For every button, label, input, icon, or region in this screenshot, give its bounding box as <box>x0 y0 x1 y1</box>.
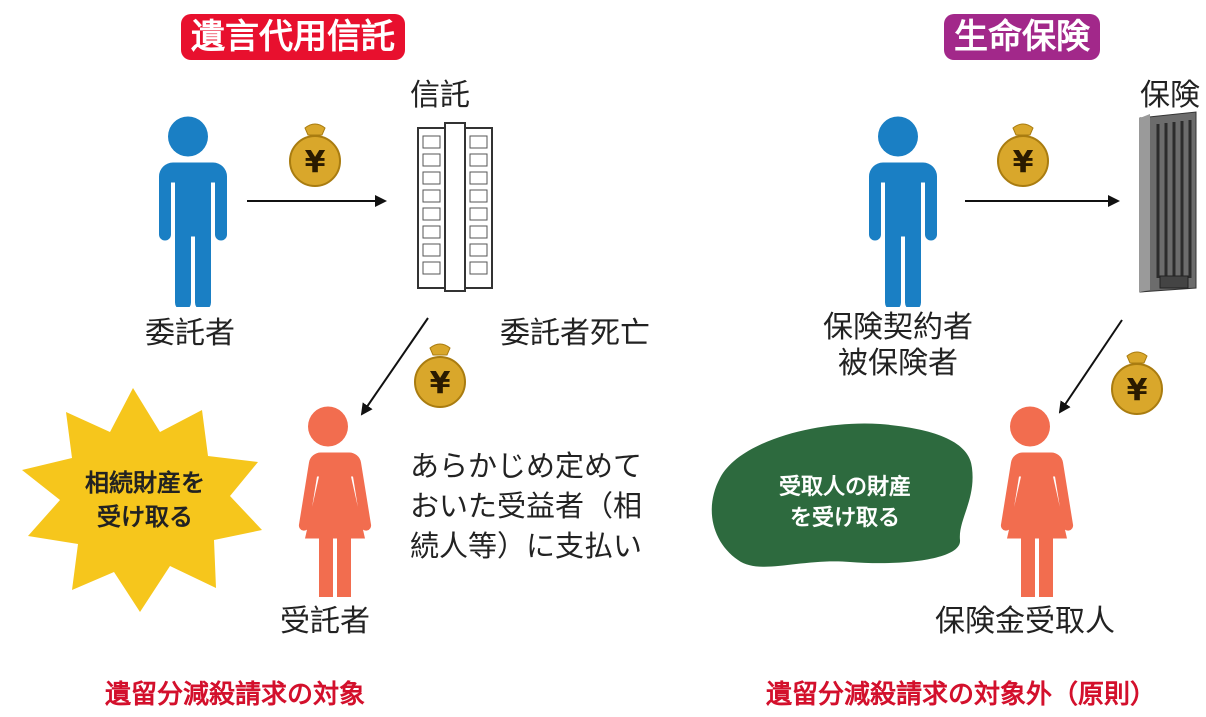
settlor-death-label: 委託者死亡 <box>500 316 650 351</box>
right-footer: 遺留分減殺請求の対象外（原則） <box>766 680 1157 710</box>
svg-text:¥: ¥ <box>430 366 451 401</box>
blob-line: を受け取る <box>789 506 900 531</box>
left-title: 遺言代用信託 <box>191 17 395 57</box>
inheritance-burst-text: 相続財産を 受け取る <box>55 466 235 534</box>
arrow-to-trustee <box>360 317 429 416</box>
insured-line: 被保険者 <box>838 346 958 381</box>
settlor-label: 委託者 <box>145 316 235 351</box>
beneficiary-property-text: 受取人の財産 を受け取る <box>735 472 955 534</box>
yen-coin-icon: ¥ <box>997 123 1049 187</box>
policyholder-line: 保険契約者 <box>823 310 973 345</box>
yen-coin-icon: ¥ <box>289 123 341 187</box>
svg-text:¥: ¥ <box>1127 373 1148 408</box>
right-title-badge: 生命保険 <box>944 14 1100 60</box>
trust-institution-label: 信託 <box>410 78 470 113</box>
blob-line: 受取人の財産 <box>778 475 911 500</box>
trustee-label: 受託者 <box>280 604 370 639</box>
settlor-person-icon <box>159 116 227 307</box>
left-title-badge: 遺言代用信託 <box>181 14 405 60</box>
policyholder-label: 保険契約者 被保険者 <box>788 310 1008 382</box>
insurance-building-icon <box>1139 111 1197 293</box>
yen-coin-icon: ¥ <box>414 343 466 408</box>
beneficiary-label: 保険金受取人 <box>935 604 1115 639</box>
burst-line: 相続財産を <box>85 469 205 497</box>
burst-line: 受け取る <box>97 503 193 531</box>
right-title: 生命保険 <box>954 17 1090 57</box>
beneficiary-person-icon <box>1000 406 1074 597</box>
trust-building-icon <box>417 122 493 292</box>
svg-text:¥: ¥ <box>305 145 326 180</box>
arrow-to-beneficiary <box>1058 319 1123 414</box>
inheritance-burst-shape <box>22 388 262 612</box>
beneficiary-property-blob-shape <box>711 423 973 567</box>
beneficiary-payment-note: あらかじめ定めて おいた受益者（相 続人等）に支払い <box>410 446 642 566</box>
note-line: 続人等）に支払い <box>410 529 643 563</box>
trustee-person-icon <box>298 406 372 597</box>
left-footer: 遺留分減殺請求の対象 <box>105 680 366 710</box>
svg-text:¥: ¥ <box>1013 145 1034 180</box>
policyholder-person-icon <box>869 116 937 307</box>
note-line: あらかじめ定めて <box>410 449 643 483</box>
insurance-institution-label: 保険 <box>1140 78 1200 113</box>
yen-coin-icon: ¥ <box>1111 351 1163 415</box>
note-line: おいた受益者（相 <box>410 489 643 523</box>
